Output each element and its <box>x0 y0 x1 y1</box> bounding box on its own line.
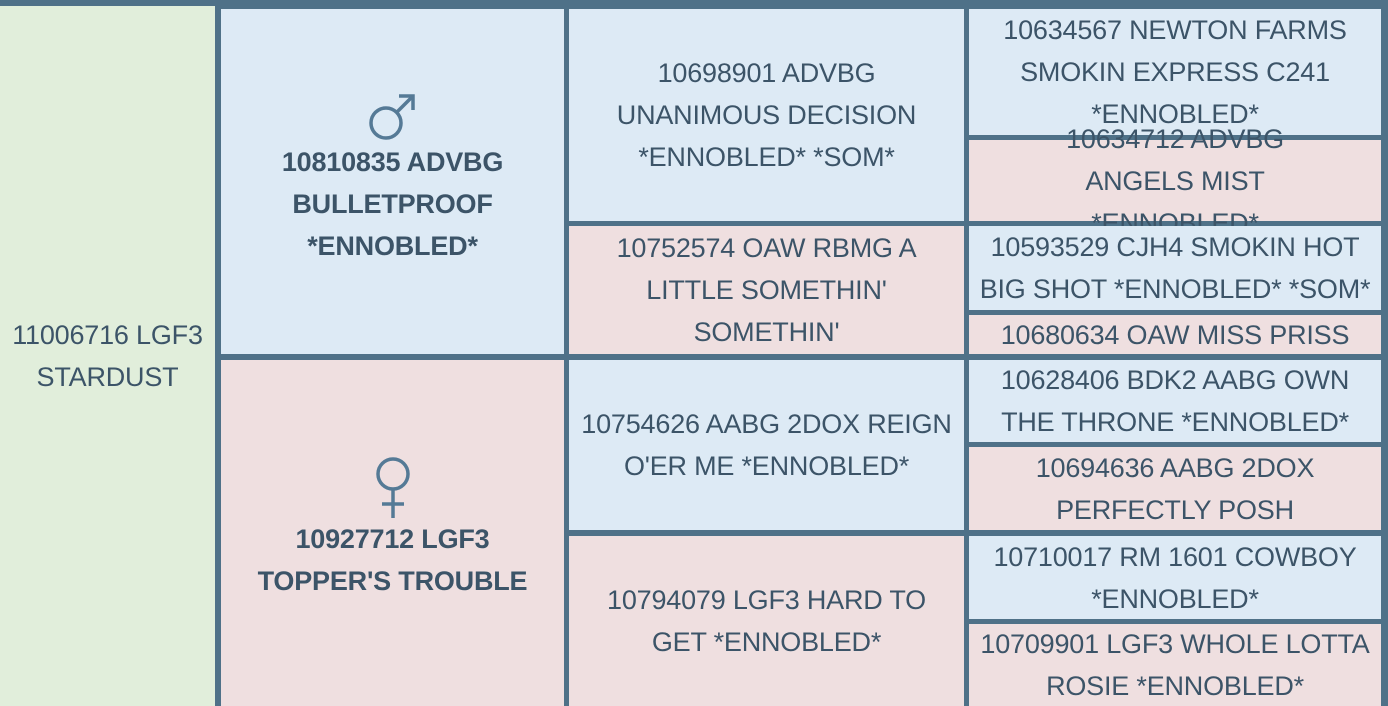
great-grandparent-2: 10634712 ADVBG ANGELS MIST *ENNOBLED* <box>969 124 1381 238</box>
subject-cell: 11006716 LGF3 STARDUST <box>0 6 215 706</box>
subject-name: 11006716 LGF3 STARDUST <box>12 320 203 392</box>
great-grandparent-3: 10593529 CJH4 SMOKIN HOT BIG SHOT *ENNOB… <box>969 226 1381 310</box>
female-icon <box>371 456 415 520</box>
grandparent-sire-dam: 10752574 OAW RBMG A LITTLE SOMETHIN' SOM… <box>569 226 964 354</box>
great-grandparent-6: 10694636 AABG 2DOX PERFECTLY POSH <box>969 447 1381 530</box>
male-icon <box>366 89 420 145</box>
sire-cell: 10810835 ADVBG BULLETPROOF *ENNOBLED* <box>221 9 564 354</box>
great-grandparent-8: 10709901 LGF3 WHOLE LOTTA ROSIE *ENNOBLE… <box>969 624 1381 706</box>
great-grandparent-7: 10710017 RM 1601 COWBOY *ENNOBLED* <box>969 536 1381 619</box>
grandparent-sire-sire: 10698901 ADVBG UNANIMOUS DECISION *ENNOB… <box>569 9 964 221</box>
grandparent-dam-dam: 10794079 LGF3 HARD TO GET *ENNOBLED* <box>569 536 964 706</box>
grandparent-dam-sire: 10754626 AABG 2DOX REIGN O'ER ME *ENNOBL… <box>569 360 964 530</box>
dam-cell: 10927712 LGF3 TOPPER'S TROUBLE <box>221 360 564 706</box>
dam-name: 10927712 LGF3 TOPPER'S TROUBLE <box>257 524 528 596</box>
great-grandparent-4: 10680634 OAW MISS PRISS <box>969 315 1381 354</box>
great-grandparent-1: 10634567 NEWTON FARMS SMOKIN EXPRESS C24… <box>969 9 1381 135</box>
great-grandparent-5: 10628406 BDK2 AABG OWN THE THRONE *ENNOB… <box>969 360 1381 442</box>
sire-name: 10810835 ADVBG BULLETPROOF *ENNOBLED* <box>281 146 504 261</box>
